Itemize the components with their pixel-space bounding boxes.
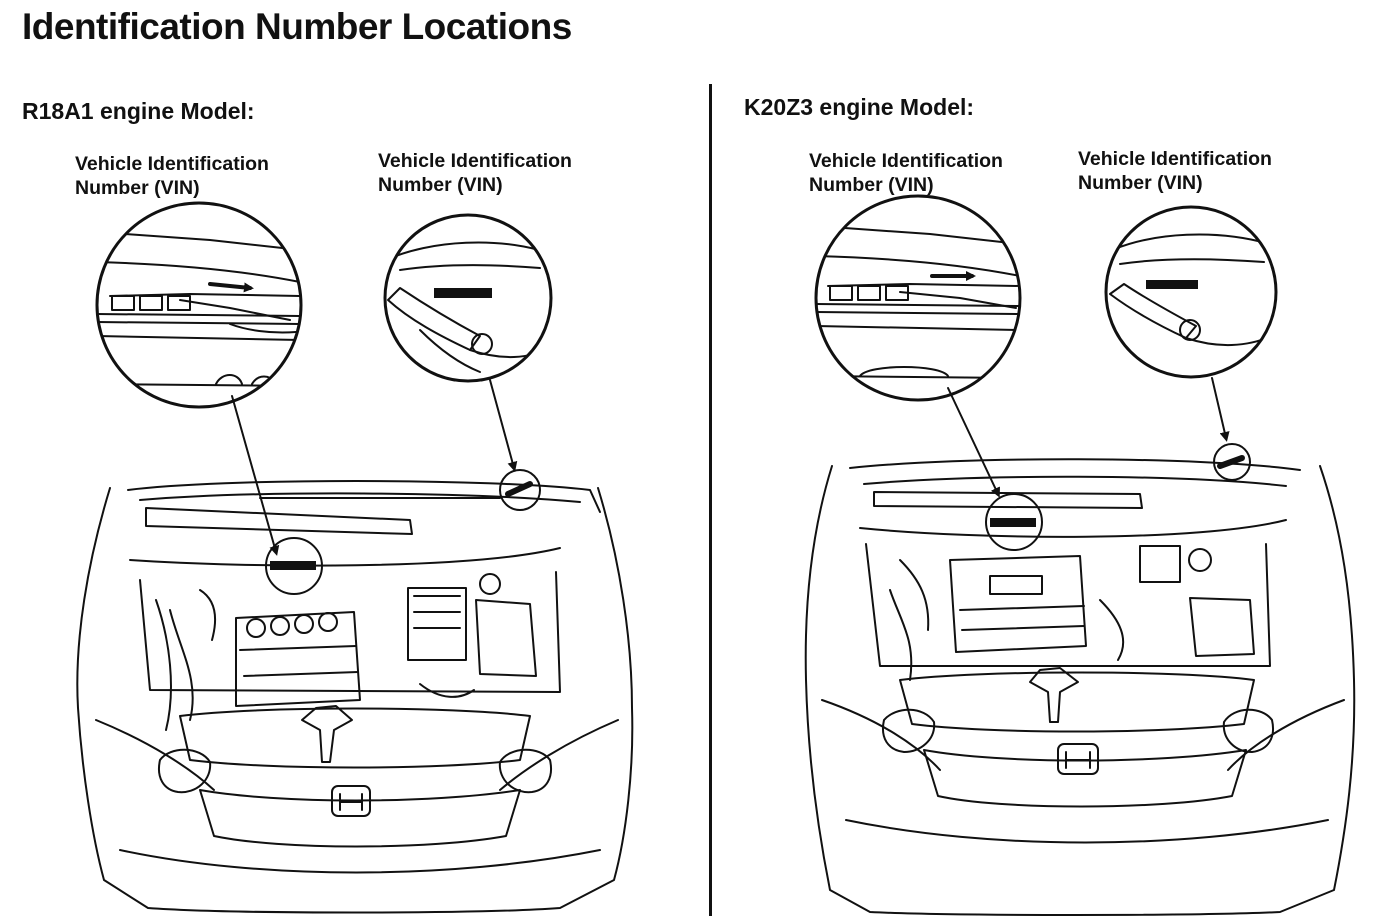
callout-line2: Number (VIN) bbox=[809, 174, 934, 196]
left-car-illustration bbox=[76, 480, 634, 914]
right-leader-windshield bbox=[947, 387, 1000, 498]
left-model-label: R18A1 engine Model: bbox=[22, 98, 255, 124]
left-windshield-detail-circle bbox=[95, 201, 303, 409]
right-callout-windshield-vin: Vehicle Identification Number (VIN) bbox=[809, 149, 1003, 197]
left-strut-vin-marker bbox=[499, 469, 541, 511]
left-strut-detail-circle bbox=[383, 213, 553, 383]
left-leader-strut bbox=[489, 379, 518, 472]
right-model-label: K20Z3 engine Model: bbox=[744, 94, 975, 120]
left-callout-windshield-vin: Vehicle Identification Number (VIN) bbox=[75, 152, 269, 200]
callout-line1: Vehicle Identification bbox=[1078, 148, 1272, 170]
right-callout-strut-vin: Vehicle Identification Number (VIN) bbox=[1078, 147, 1272, 195]
right-car-illustration bbox=[804, 458, 1356, 916]
panel-divider bbox=[709, 84, 712, 916]
callout-line2: Number (VIN) bbox=[1078, 172, 1203, 194]
callout-line1: Vehicle Identification bbox=[809, 150, 1003, 172]
page-title: Identification Number Locations bbox=[22, 6, 572, 47]
left-leader-windshield bbox=[231, 395, 280, 556]
right-strut-detail-circle bbox=[1104, 205, 1278, 379]
right-leader-strut bbox=[1211, 377, 1230, 442]
right-windshield-vin-marker bbox=[985, 493, 1043, 551]
callout-line1: Vehicle Identification bbox=[378, 150, 572, 172]
callout-line2: Number (VIN) bbox=[75, 177, 200, 199]
callout-line1: Vehicle Identification bbox=[75, 153, 269, 175]
right-strut-vin-marker bbox=[1213, 443, 1251, 481]
left-callout-strut-vin: Vehicle Identification Number (VIN) bbox=[378, 149, 572, 197]
right-windshield-detail-circle bbox=[814, 194, 1022, 402]
callout-line2: Number (VIN) bbox=[378, 174, 503, 196]
left-windshield-vin-marker bbox=[265, 537, 323, 595]
